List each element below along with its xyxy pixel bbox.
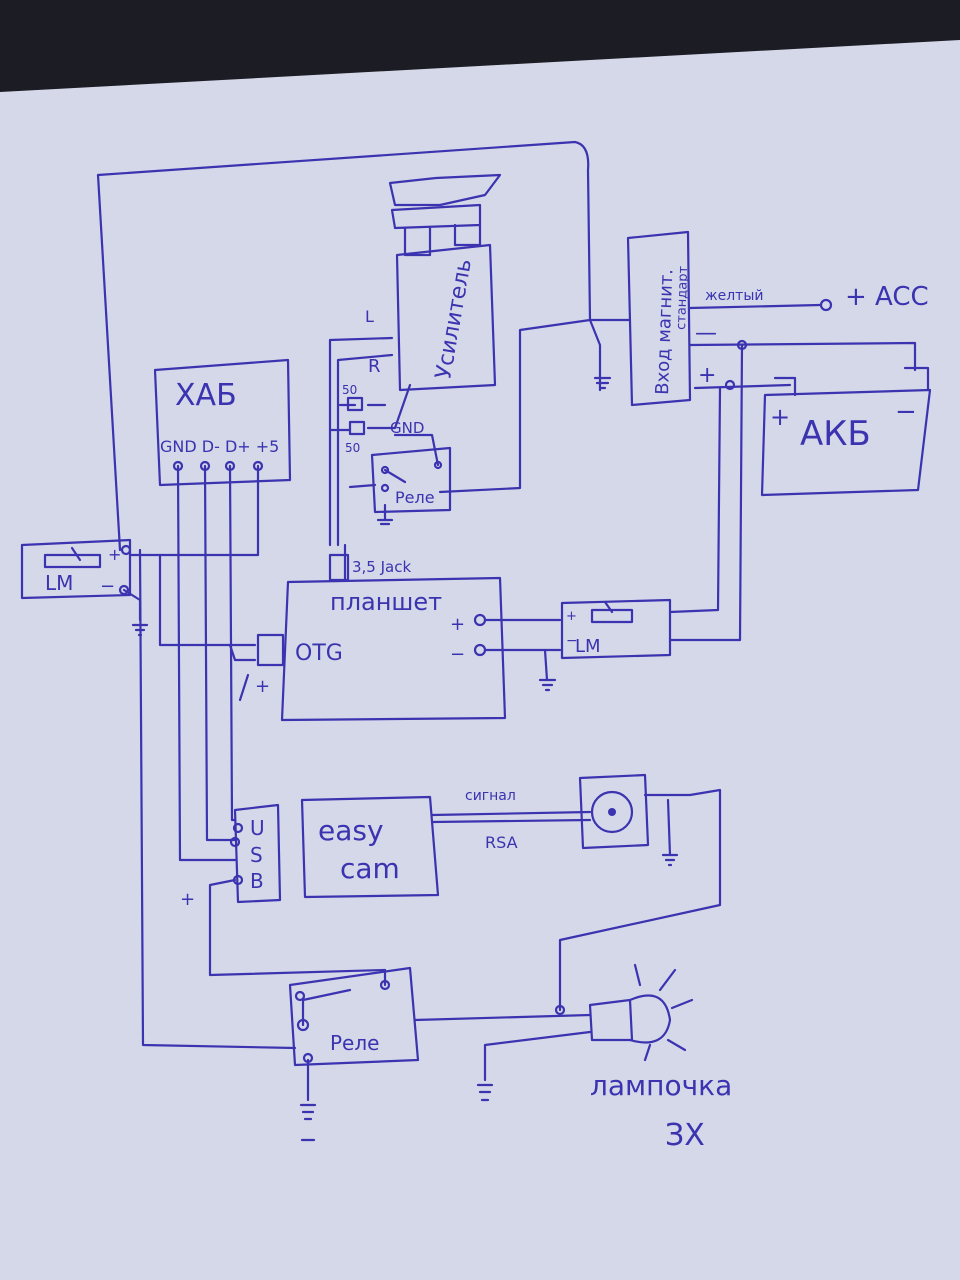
usb-plus-label: + — [180, 889, 195, 910]
lamp-title: лампочка — [590, 1069, 732, 1102]
lm-right-plus: + — [566, 609, 577, 624]
hub-block: ХАБ GND D- D+ +5 — [153, 358, 292, 487]
paper — [0, 40, 960, 1280]
relay-top: Реле — [370, 446, 452, 526]
otg-label: OTG — [295, 641, 343, 666]
relay-top-label: Реле — [395, 488, 435, 507]
usb-u-label: U — [250, 816, 265, 840]
resistor-1-label: 50 — [342, 383, 357, 397]
radio-block: Вход магнит. стандарт желтый + ACC — + — [593, 230, 929, 407]
battery-minus: − — [895, 397, 917, 427]
hub-pins-label: GND D- D+ +5 — [160, 437, 279, 456]
resistor-2-label: 50 — [345, 441, 360, 455]
hub-title: ХАБ — [175, 378, 237, 413]
easycap-line1: easy — [318, 814, 384, 847]
otg-plus: + — [255, 676, 270, 697]
acc-label: + ACC — [845, 282, 929, 312]
lm-left-title: LM — [45, 571, 73, 595]
tablet-plus: + — [450, 614, 465, 635]
battery-block: + АКБ − — [724, 339, 932, 497]
relay-bottom-label: Реле — [330, 1031, 379, 1055]
easycap-block: easy cam сигнал RSA — [300, 788, 518, 899]
yellow-wire-label: желтый — [705, 288, 763, 304]
relay-bottom: Реле — [288, 966, 420, 1142]
lm-left-block: + LM − — [20, 538, 149, 637]
amp-right-label: R — [368, 356, 381, 377]
tablet-block: планшет 3,5 Jack OTG + + − — [238, 553, 557, 722]
jack-label: 3,5 Jack — [352, 558, 411, 576]
usb-connector: U S B + — [180, 803, 282, 910]
lamp-subtitle: ЗХ — [665, 1118, 705, 1153]
wires — [96, 140, 917, 1102]
lm-right-block: + LM − — [560, 598, 672, 660]
tablet-minus: − — [450, 644, 465, 665]
lm-left-plus: + — [108, 545, 121, 564]
camera-block — [578, 773, 679, 867]
rsa-label: RSA — [485, 833, 518, 852]
lm-left-minus: − — [100, 576, 115, 597]
radio-plus: + — [698, 363, 716, 388]
usb-b-label: B — [250, 869, 264, 893]
battery-title: АКБ — [800, 414, 871, 454]
lamp-block: лампочка ЗХ — [476, 963, 732, 1153]
signal-label: сигнал — [465, 788, 516, 804]
amp-left-label: L — [365, 307, 374, 326]
tablet-title: планшет — [330, 588, 442, 616]
usb-s-label: S — [250, 843, 263, 867]
radio-subtitle: стандарт — [674, 265, 691, 330]
easycap-line2: cam — [340, 852, 400, 885]
lm-right-minus: − — [566, 633, 578, 649]
radio-title: Вход магнит. — [652, 269, 677, 396]
radio-minus: — — [695, 321, 717, 346]
lm-right-title: LM — [575, 636, 601, 657]
gnd-label: GND — [390, 419, 424, 437]
battery-plus: + — [770, 403, 790, 431]
